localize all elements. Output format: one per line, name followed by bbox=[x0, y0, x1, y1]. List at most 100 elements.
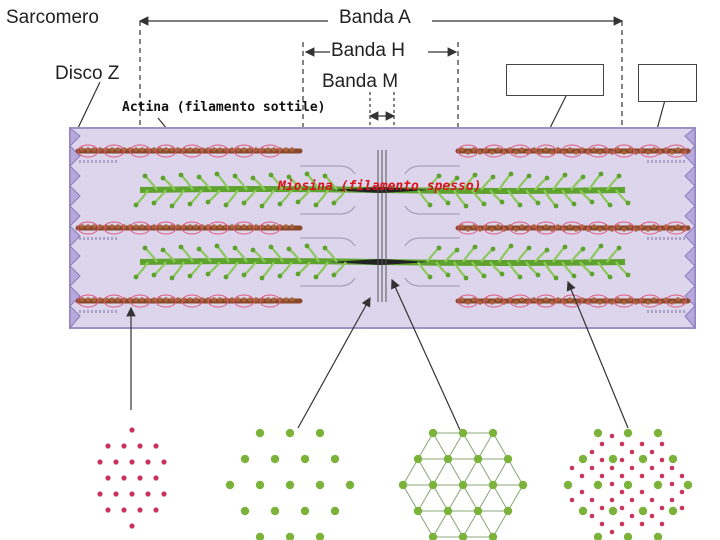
myosin-dot bbox=[428, 480, 438, 490]
myosin-dot bbox=[623, 532, 633, 540]
myosin-dot bbox=[443, 506, 453, 516]
actin-dot bbox=[153, 475, 159, 481]
myosin-dot bbox=[578, 454, 588, 464]
myosin-filament-2 bbox=[133, 237, 631, 287]
actin-dot bbox=[619, 457, 625, 463]
actin-dot bbox=[629, 465, 635, 471]
banda-m-label: Banda M bbox=[322, 71, 399, 92]
myosin-dot bbox=[240, 454, 250, 464]
myosin-dot bbox=[593, 428, 603, 438]
myosin-dot bbox=[270, 506, 280, 516]
actin-dot bbox=[579, 473, 585, 479]
actin-dot bbox=[121, 443, 127, 449]
actin-dot bbox=[679, 489, 685, 495]
actin-dot bbox=[679, 505, 685, 511]
myosin-dot bbox=[563, 480, 573, 490]
myosin-dot bbox=[638, 454, 648, 464]
myosin-dot bbox=[653, 480, 663, 490]
actin-dot bbox=[129, 491, 135, 497]
actin-dot bbox=[589, 449, 595, 455]
sarcomero-label: Sarcomero bbox=[6, 7, 99, 28]
cross-sections bbox=[97, 427, 693, 540]
actin-dot bbox=[649, 513, 655, 519]
banda-h-label: Banda H bbox=[331, 40, 405, 61]
actin-dot bbox=[609, 481, 615, 487]
myosin-dot bbox=[285, 428, 295, 438]
actin-dot bbox=[619, 505, 625, 511]
myosin-dot bbox=[623, 428, 633, 438]
actin-dot bbox=[113, 459, 119, 465]
myosin-filament-1 bbox=[133, 165, 631, 215]
actin-dot bbox=[599, 505, 605, 511]
sarcomere-block bbox=[69, 126, 696, 330]
myosin-dot bbox=[330, 454, 340, 464]
myosin-dot bbox=[315, 428, 325, 438]
actin-dot bbox=[619, 473, 625, 479]
actin-dot bbox=[599, 441, 605, 447]
myosin-dot bbox=[638, 506, 648, 516]
actin-dot bbox=[639, 521, 645, 527]
actin-dot bbox=[129, 427, 135, 433]
myosin-dot bbox=[503, 506, 513, 516]
actin-dot bbox=[137, 443, 143, 449]
myosin-dot bbox=[255, 480, 265, 490]
actin-filament-left-2 bbox=[75, 221, 303, 240]
myosin-dot bbox=[255, 428, 265, 438]
myosin-dot bbox=[458, 480, 468, 490]
actin-dot bbox=[619, 489, 625, 495]
actin-dot bbox=[659, 457, 665, 463]
actin-dot bbox=[569, 465, 575, 471]
myosin-dot bbox=[623, 480, 633, 490]
myosin-dot bbox=[653, 532, 663, 540]
actin-dot bbox=[153, 443, 159, 449]
actin-filament-right-3 bbox=[455, 294, 691, 313]
actin-dot bbox=[599, 521, 605, 527]
myosin-dot bbox=[503, 454, 513, 464]
myosin-dot bbox=[578, 506, 588, 516]
actin-dot bbox=[609, 529, 615, 535]
actin-dot bbox=[569, 497, 575, 503]
actin-dot bbox=[589, 513, 595, 519]
actin-filament-right-1 bbox=[455, 144, 691, 163]
actin-dot bbox=[639, 441, 645, 447]
actin-dot bbox=[145, 491, 151, 497]
myosin-dot bbox=[413, 506, 423, 516]
myosin-dot bbox=[413, 454, 423, 464]
cross-section-m-line bbox=[398, 428, 528, 540]
myosin-dot bbox=[315, 480, 325, 490]
actin-dot bbox=[609, 497, 615, 503]
myosin-dot bbox=[285, 532, 295, 540]
myosin-dot bbox=[668, 506, 678, 516]
myosin-dot bbox=[345, 480, 355, 490]
actin-dot bbox=[105, 507, 111, 513]
myosin-dot bbox=[683, 480, 693, 490]
actin-dot bbox=[153, 507, 159, 513]
myosin-dot bbox=[270, 454, 280, 464]
actin-dot bbox=[121, 507, 127, 513]
z-disc-left bbox=[69, 126, 81, 330]
myosin-dot bbox=[315, 532, 325, 540]
actin-dot bbox=[649, 449, 655, 455]
myosin-dot bbox=[518, 480, 528, 490]
myosin-dot bbox=[428, 532, 438, 540]
actin-dot bbox=[609, 465, 615, 471]
myosin-dot bbox=[608, 506, 618, 516]
actin-dot bbox=[121, 475, 127, 481]
actin-dot bbox=[161, 459, 167, 465]
myosin-dot bbox=[458, 532, 468, 540]
myosin-dot bbox=[285, 480, 295, 490]
actin-dot bbox=[113, 491, 119, 497]
myosin-dot bbox=[225, 480, 235, 490]
actin-dot bbox=[97, 459, 103, 465]
actin-dot bbox=[639, 473, 645, 479]
miosina-label: Miosina (filamento spesso) bbox=[278, 179, 482, 194]
blank-label-box-1[interactable] bbox=[506, 64, 604, 96]
actin-dot bbox=[589, 497, 595, 503]
actin-dot bbox=[137, 475, 143, 481]
myosin-dot bbox=[428, 428, 438, 438]
disco-z-label: Disco Z bbox=[55, 63, 120, 84]
actin-dot bbox=[129, 459, 135, 465]
blank-label-box-2[interactable] bbox=[638, 64, 697, 102]
myosin-dot bbox=[473, 454, 483, 464]
